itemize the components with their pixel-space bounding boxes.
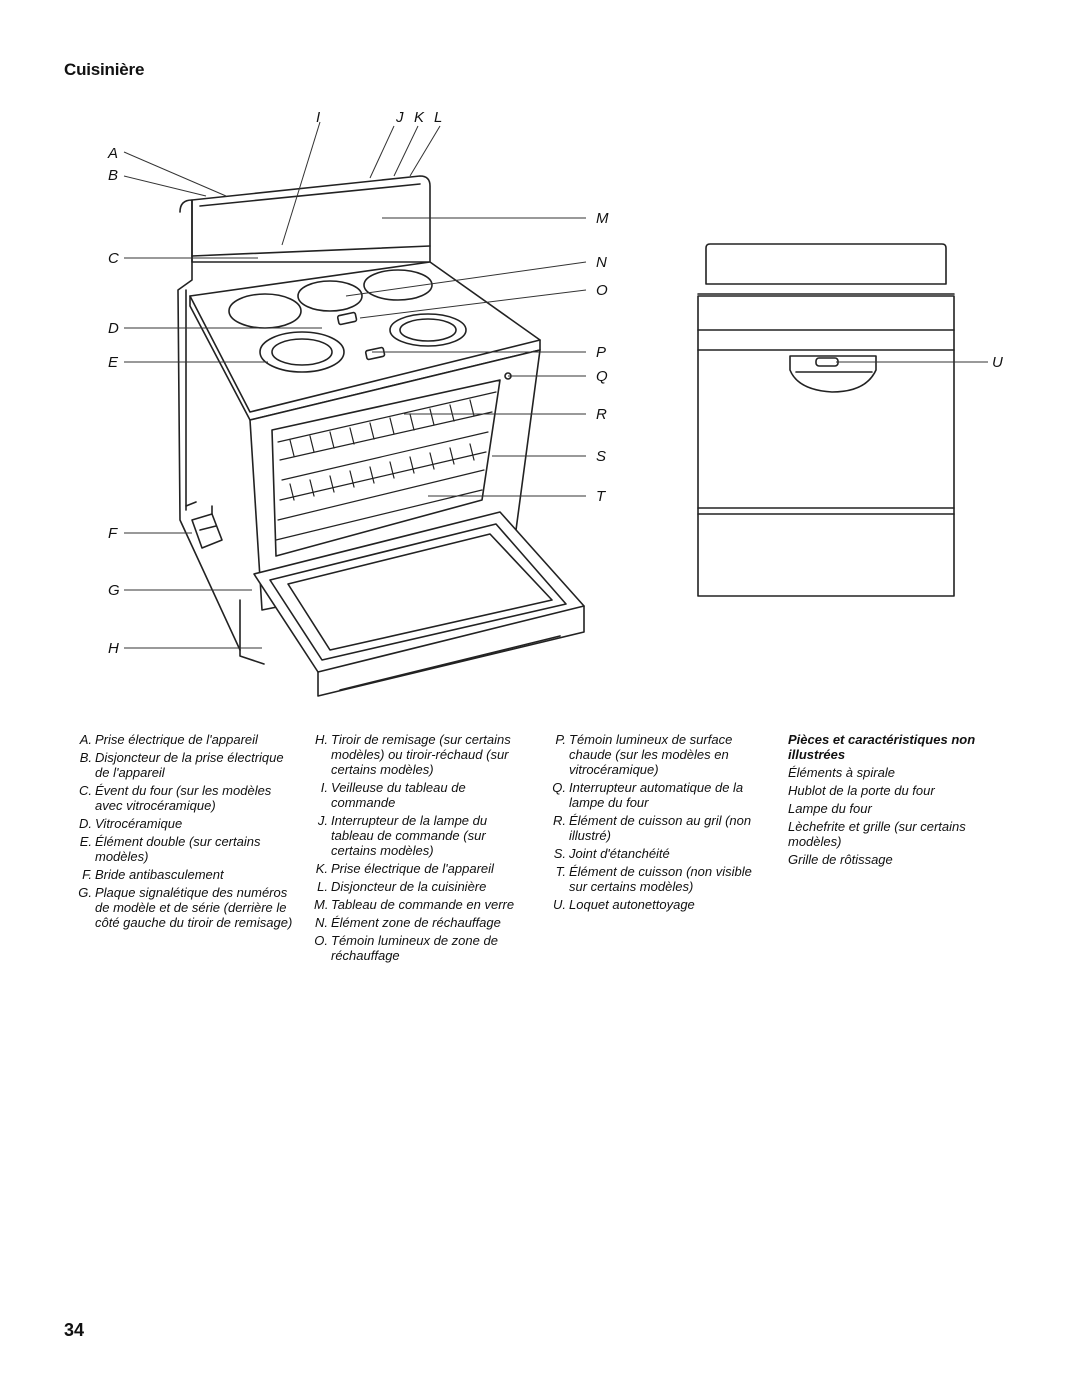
callout-Q: Q bbox=[596, 368, 608, 385]
legend-item: T.Élément de cuisson (non visible sur ce… bbox=[555, 864, 752, 894]
control-panel bbox=[191, 175, 431, 263]
range-left-side bbox=[177, 199, 241, 651]
legend-item: B.Disjoncteur de la prise électrique de … bbox=[79, 750, 284, 780]
burner-front-right bbox=[389, 313, 467, 347]
legend-item: E.Élément double (sur certains modèles) bbox=[79, 834, 261, 864]
range-diagram: A B C D E F G H I J K L M N O P Q R S T … bbox=[107, 109, 1003, 697]
callout-F: F bbox=[108, 525, 118, 542]
callout-N: N bbox=[596, 254, 607, 271]
callout-B: B bbox=[108, 167, 118, 184]
legend-column-4: Pièces et caractéristiques non illustrée… bbox=[788, 732, 988, 870]
callout-D: D bbox=[108, 320, 119, 337]
legend-item: P.Témoin lumineux de surface chaude (sur… bbox=[555, 732, 733, 777]
not-shown-item: Lampe du four bbox=[788, 801, 872, 816]
legend-item: O.Témoin lumineux de zone de réchauffage bbox=[314, 933, 498, 963]
callout-C: C bbox=[108, 250, 119, 267]
callout-T: T bbox=[596, 488, 607, 505]
legend-item: A.Prise électrique de l'appareil bbox=[79, 732, 258, 747]
legend-item: K.Prise électrique de l'appareil bbox=[315, 861, 494, 876]
callout-G: G bbox=[108, 582, 120, 599]
burner-rear-right bbox=[363, 269, 433, 301]
legend-item: G.Plaque signalétique des numéros de mod… bbox=[78, 885, 293, 930]
burner-rear-mid bbox=[297, 280, 363, 312]
legend-item: U.Loquet autonettoyage bbox=[553, 897, 695, 912]
legend-column-2: H.Tiroir de remisage (sur certains modèl… bbox=[314, 732, 532, 966]
legend-column-3: P.Témoin lumineux de surface chaude (sur… bbox=[552, 732, 770, 915]
page-number: 34 bbox=[64, 1320, 85, 1340]
callout-E: E bbox=[108, 354, 119, 371]
not-shown-item: Hublot de la porte du four bbox=[788, 783, 935, 798]
legend-item: N.Élément zone de réchauffage bbox=[315, 915, 501, 930]
not-shown-item: Éléments à spirale bbox=[788, 765, 895, 780]
legend-item: C.Évent du four (sur les modèles avec vi… bbox=[79, 783, 272, 813]
legend-item: Q.Interrupteur automatique de la lampe d… bbox=[552, 780, 744, 810]
legend-column-1: A.Prise électrique de l'appareil B.Disjo… bbox=[78, 732, 296, 933]
range-side-view bbox=[705, 243, 947, 285]
not-shown-item: Grille de rôtissage bbox=[788, 852, 893, 867]
legend-item: S.Joint d'étanchéité bbox=[553, 846, 670, 861]
not-shown-item: Lèchefrite et grille (sur certains modèl… bbox=[788, 819, 966, 849]
not-shown-heading: Pièces et caractéristiques non illustrée… bbox=[788, 732, 976, 762]
callout-M: M bbox=[596, 210, 609, 227]
legend-item: M.Tableau de commande en verre bbox=[314, 897, 515, 912]
callout-O: O bbox=[596, 282, 608, 299]
callout-P: P bbox=[596, 344, 606, 361]
callout-R: R bbox=[596, 406, 607, 423]
burner-front-left bbox=[259, 331, 345, 373]
legend-item: L.Disjoncteur de la cuisinière bbox=[317, 879, 487, 894]
page-title: Cuisinière bbox=[64, 60, 145, 79]
callout-L: L bbox=[434, 109, 442, 126]
legend-item: D.Vitrocéramique bbox=[79, 816, 183, 831]
oven-cavity bbox=[271, 379, 501, 557]
callout-S: S bbox=[596, 448, 606, 465]
callout-J: J bbox=[395, 109, 404, 126]
legend-item: R.Élément de cuisson au gril (non illust… bbox=[553, 813, 752, 843]
callout-K: K bbox=[414, 109, 425, 126]
legend-item: I.Veilleuse du tableau de commande bbox=[320, 780, 466, 810]
callout-I: I bbox=[316, 109, 320, 126]
callout-H: H bbox=[108, 640, 119, 657]
legend-item: H.Tiroir de remisage (sur certains modèl… bbox=[315, 732, 511, 777]
self-clean-latch bbox=[789, 355, 877, 393]
callout-U: U bbox=[992, 354, 1003, 371]
anti-tip-bracket bbox=[191, 513, 223, 549]
legend-item: J.Interrupteur de la lampe du tableau de… bbox=[317, 813, 488, 858]
legend-item: F.Bride antibasculement bbox=[82, 867, 224, 882]
callout-A: A bbox=[107, 145, 118, 162]
